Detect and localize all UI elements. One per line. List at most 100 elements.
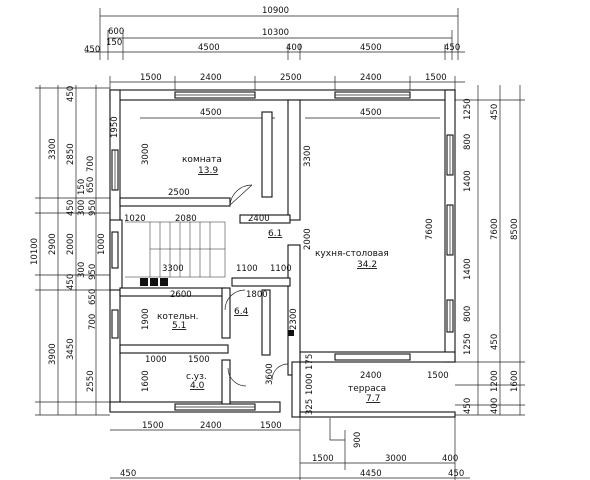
dim-room-3000: 3000 bbox=[141, 143, 151, 165]
dim-right-1400-a: 1400 bbox=[463, 170, 473, 192]
center-wall bbox=[287, 99, 301, 221]
room-area-boiler: 5.1 bbox=[172, 321, 186, 331]
dim-left-150: 150 bbox=[77, 179, 87, 195]
windows bbox=[111, 91, 454, 411]
dim-t-1500: 1500 bbox=[427, 371, 449, 381]
dim-left-700-b: 700 bbox=[88, 314, 98, 330]
dim-top-inner: 10300 bbox=[262, 28, 289, 38]
dim-right-1600: 1600 bbox=[510, 370, 520, 392]
dim-left-650-b: 650 bbox=[88, 289, 98, 305]
room-name-kitchen: кухня-столовая bbox=[315, 249, 389, 259]
room-area-kitchen: 34.2 bbox=[357, 260, 377, 270]
dim-bot-1500-b: 1500 bbox=[260, 421, 282, 431]
dim-t-325: 325 bbox=[305, 399, 315, 415]
dim-left-3300: 3300 bbox=[48, 138, 58, 160]
room-area-hall: 6.1 bbox=[268, 229, 282, 239]
corridor-wall bbox=[221, 287, 231, 339]
dim-bot-900: 900 bbox=[353, 432, 363, 448]
room-name-terrace: терраса bbox=[348, 384, 386, 394]
dim-left-3900: 3900 bbox=[48, 343, 58, 365]
terrace-left-wall bbox=[291, 361, 301, 418]
doors bbox=[224, 184, 345, 441]
dim-bot-450-a: 450 bbox=[120, 469, 136, 479]
room-area-terrace: 7.7 bbox=[366, 394, 380, 404]
dim-k-2300: 2300 bbox=[289, 308, 299, 330]
dim-left-300: 300 bbox=[77, 200, 87, 216]
hall-wall bbox=[239, 214, 291, 224]
dim-top-450-right: 450 bbox=[444, 43, 460, 53]
dim-top-4500-right: 4500 bbox=[360, 43, 382, 53]
dim-win-2500: 2500 bbox=[280, 73, 302, 83]
dim-right-7600: 7600 bbox=[490, 218, 500, 240]
dim-top-150: 150 bbox=[106, 38, 122, 48]
dim-left-1950: 1950 bbox=[110, 116, 120, 138]
dim-left-450-a: 450 bbox=[66, 86, 76, 102]
dim-b-1500: 1500 bbox=[188, 355, 210, 365]
corridor-top-wall bbox=[231, 277, 291, 287]
dim-t-1000: 1000 bbox=[305, 373, 315, 395]
dim-k-7600: 7600 bbox=[425, 218, 435, 240]
dim-right-800-a: 800 bbox=[463, 134, 473, 150]
dim-bot-1500-a: 1500 bbox=[142, 421, 164, 431]
dim-stair-1020: 1020 bbox=[124, 214, 146, 224]
dim-k-2000: 2000 bbox=[303, 228, 313, 250]
room-bottom-wall bbox=[119, 197, 231, 207]
dim-left-2000: 2000 bbox=[66, 233, 76, 255]
room-right-wall bbox=[261, 111, 273, 198]
room-name-bathroom: с.уз. bbox=[186, 372, 207, 382]
dim-b-1100-b: 1100 bbox=[270, 264, 292, 274]
dim-stair-2500: 2500 bbox=[168, 188, 190, 198]
dim-left-2550: 2550 bbox=[86, 370, 96, 392]
dim-bot-450-b: 450 bbox=[448, 469, 464, 479]
room-area-bathroom: 4.0 bbox=[190, 381, 205, 391]
dim-left-950: 950 bbox=[88, 200, 98, 216]
dim-top-total: 10900 bbox=[262, 6, 289, 16]
dim-bot-3000: 3000 bbox=[385, 454, 407, 464]
fixtures bbox=[140, 278, 294, 336]
dim-left-950-b: 950 bbox=[88, 264, 98, 280]
dim-win-1500-a: 1500 bbox=[140, 73, 162, 83]
dim-win-1500-b: 1500 bbox=[425, 73, 447, 83]
dim-k-3300: 3300 bbox=[303, 145, 313, 167]
dim-left-450-b: 450 bbox=[66, 200, 76, 216]
dim-right-400: 400 bbox=[490, 398, 500, 414]
dim-room-4500-right: 4500 bbox=[360, 108, 382, 118]
dim-top-450-left: 450 bbox=[84, 45, 100, 55]
room-name-room: комната bbox=[182, 155, 222, 165]
dim-bot-4450: 4450 bbox=[360, 469, 382, 479]
dimension-lines bbox=[35, 8, 525, 480]
walls bbox=[109, 89, 456, 418]
dim-top-600: 600 bbox=[108, 27, 124, 37]
dim-b-1800: 1800 bbox=[246, 290, 268, 300]
dim-top-4500-left: 4500 bbox=[198, 43, 220, 53]
dim-left-300-b: 300 bbox=[77, 262, 87, 278]
dim-b-1600: 1600 bbox=[141, 370, 151, 392]
dim-room-4500-left: 4500 bbox=[200, 108, 222, 118]
corridor-right-wall bbox=[261, 289, 271, 356]
dim-left-2850: 2850 bbox=[66, 143, 76, 165]
dim-win-2400-a: 2400 bbox=[200, 73, 222, 83]
room-area-corridor: 6.4 bbox=[234, 307, 249, 317]
dim-b-1000: 1000 bbox=[145, 355, 167, 365]
dim-right-1250-a: 1250 bbox=[463, 98, 473, 120]
dim-bot-1500-c: 1500 bbox=[312, 454, 334, 464]
dim-left-700-a: 700 bbox=[86, 156, 96, 172]
dim-b-2600: 2600 bbox=[170, 290, 192, 300]
dim-right-450-b: 450 bbox=[490, 334, 500, 350]
dim-top-400: 400 bbox=[286, 43, 302, 53]
dim-bot-2400: 2400 bbox=[200, 421, 222, 431]
dim-b-3600: 3600 bbox=[265, 363, 275, 385]
room-area-room: 13.9 bbox=[198, 166, 218, 176]
dim-right-8500: 8500 bbox=[510, 218, 520, 240]
dim-right-1200: 1200 bbox=[490, 370, 500, 392]
bath-right-wall bbox=[221, 359, 231, 406]
terrace-bottom bbox=[299, 411, 456, 418]
left-dimensions: 10100 3300 2850 2900 2000 3900 3450 2550… bbox=[30, 86, 435, 415]
dim-bot-400: 400 bbox=[442, 454, 458, 464]
dim-left-650-a: 650 bbox=[86, 177, 96, 193]
dim-t-175: 175 bbox=[305, 354, 315, 370]
dim-right-450: 450 bbox=[490, 104, 500, 120]
dim-b-1900: 1900 bbox=[141, 308, 151, 330]
dim-right-450-c: 450 bbox=[463, 398, 473, 414]
dim-win-2400-b: 2400 bbox=[360, 73, 382, 83]
